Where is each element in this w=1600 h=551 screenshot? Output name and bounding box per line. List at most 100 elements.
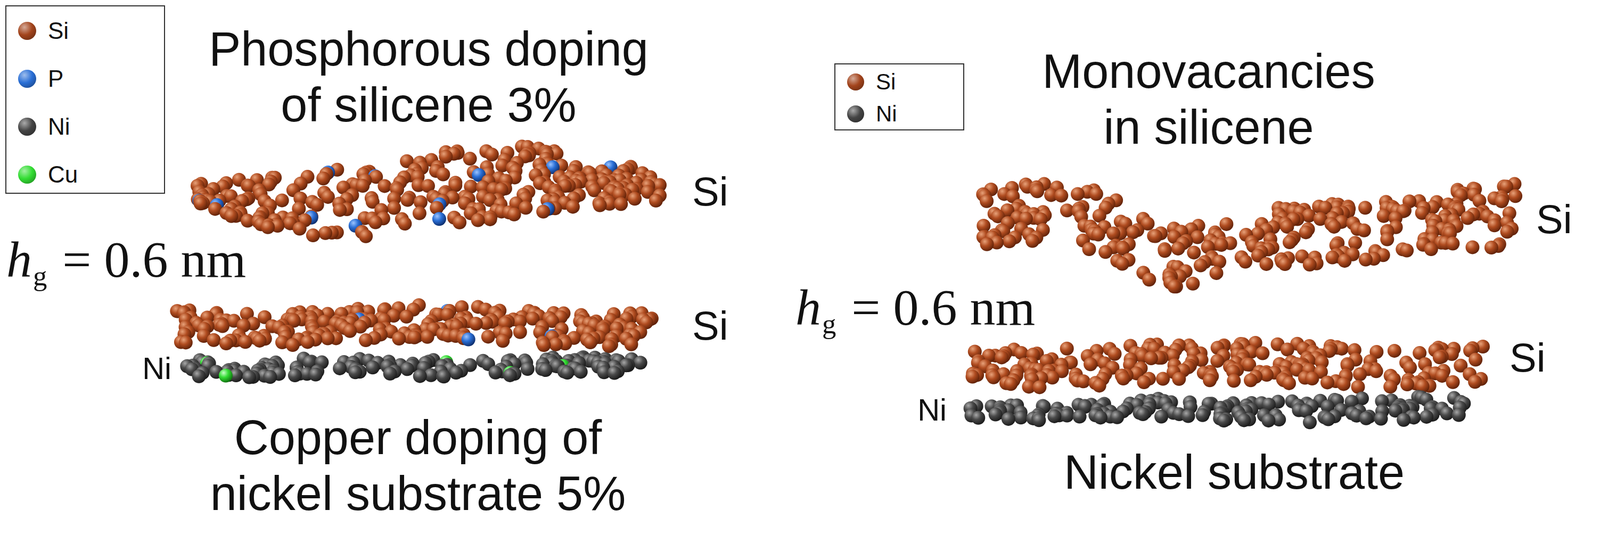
atom bbox=[1025, 234, 1040, 249]
atom bbox=[449, 365, 464, 380]
legend-swatch bbox=[18, 165, 37, 184]
layer-label: Si bbox=[1509, 337, 1546, 379]
atom bbox=[1451, 408, 1466, 423]
atom bbox=[1155, 372, 1170, 387]
atom bbox=[471, 213, 486, 228]
legend-row: P bbox=[18, 67, 64, 91]
atom bbox=[1243, 373, 1258, 388]
legend-text: Ni bbox=[875, 102, 898, 126]
atom bbox=[1327, 219, 1342, 234]
atom bbox=[507, 207, 522, 222]
atom bbox=[407, 330, 422, 345]
atom bbox=[1209, 266, 1224, 281]
atom bbox=[1126, 225, 1140, 240]
atom bbox=[1185, 276, 1200, 291]
subscript: g bbox=[33, 260, 47, 292]
atom bbox=[483, 212, 498, 227]
atom bbox=[1116, 371, 1131, 386]
atom bbox=[218, 368, 233, 383]
atom bbox=[342, 324, 357, 339]
symbol: h bbox=[6, 231, 32, 289]
atom bbox=[1387, 343, 1402, 358]
legend-box: SiPNiCu bbox=[5, 5, 166, 194]
atom bbox=[1047, 409, 1062, 424]
atom bbox=[593, 198, 607, 213]
layer-label: Ni bbox=[142, 353, 172, 384]
atom bbox=[988, 407, 1003, 422]
layer-label: Si bbox=[692, 171, 729, 212]
atom bbox=[413, 368, 428, 383]
atom bbox=[1003, 376, 1018, 391]
atom bbox=[1402, 360, 1417, 375]
legend-row: Cu bbox=[18, 162, 78, 187]
atom bbox=[1070, 186, 1085, 201]
atom bbox=[1380, 232, 1394, 247]
atom bbox=[348, 365, 363, 380]
atom bbox=[503, 368, 518, 383]
atom bbox=[1396, 413, 1411, 428]
legend-swatch bbox=[18, 117, 37, 136]
legend-text: Ni bbox=[47, 115, 71, 139]
atom bbox=[971, 411, 986, 425]
atom bbox=[1299, 225, 1314, 240]
atom bbox=[420, 330, 435, 344]
atom bbox=[321, 331, 335, 346]
atom bbox=[263, 370, 277, 384]
atom bbox=[1336, 376, 1351, 391]
atom bbox=[1193, 258, 1208, 273]
atom bbox=[1357, 223, 1372, 238]
atom bbox=[1217, 413, 1232, 428]
atom bbox=[292, 222, 307, 236]
atom bbox=[1348, 235, 1362, 250]
atom bbox=[980, 237, 995, 252]
atom bbox=[452, 215, 467, 230]
atom bbox=[560, 365, 575, 380]
atom bbox=[1337, 253, 1352, 268]
atom bbox=[1446, 375, 1460, 390]
atom bbox=[1072, 409, 1087, 424]
atom bbox=[1500, 224, 1515, 239]
atom bbox=[979, 194, 994, 209]
legend-row: Ni bbox=[18, 115, 71, 139]
atom bbox=[436, 167, 450, 182]
atom bbox=[260, 220, 275, 235]
atom bbox=[1076, 374, 1091, 389]
atom bbox=[1195, 408, 1210, 423]
atom bbox=[602, 339, 617, 354]
atom bbox=[1445, 236, 1460, 251]
atom bbox=[1089, 186, 1104, 201]
atom bbox=[1320, 375, 1335, 390]
atom bbox=[1383, 379, 1398, 394]
legend-swatch bbox=[847, 73, 865, 91]
atom bbox=[432, 211, 447, 226]
atom bbox=[469, 316, 483, 331]
atom bbox=[1399, 243, 1414, 258]
legend-row: Si bbox=[847, 70, 896, 94]
atom bbox=[192, 369, 207, 384]
atom bbox=[1321, 412, 1336, 427]
atom bbox=[238, 334, 253, 349]
atom bbox=[485, 147, 499, 162]
atom bbox=[1358, 252, 1373, 267]
atom bbox=[242, 370, 257, 385]
atom bbox=[1467, 374, 1482, 389]
legend-swatch bbox=[18, 21, 37, 40]
atom bbox=[1325, 250, 1340, 265]
atom bbox=[358, 333, 373, 348]
atom bbox=[633, 355, 648, 370]
atom bbox=[412, 206, 427, 221]
atom bbox=[1031, 413, 1046, 428]
atom bbox=[1171, 372, 1186, 387]
atom bbox=[1106, 226, 1121, 241]
panel-title: Phosphorous doping of silicene 3% bbox=[197, 21, 661, 134]
symbol: h bbox=[795, 279, 822, 336]
atom bbox=[1136, 407, 1151, 422]
atom bbox=[1369, 364, 1384, 379]
atom bbox=[488, 365, 503, 380]
atom bbox=[1082, 242, 1097, 257]
atom bbox=[965, 370, 980, 384]
atom bbox=[1137, 375, 1152, 390]
atom bbox=[1226, 373, 1241, 388]
atom bbox=[1013, 410, 1028, 425]
